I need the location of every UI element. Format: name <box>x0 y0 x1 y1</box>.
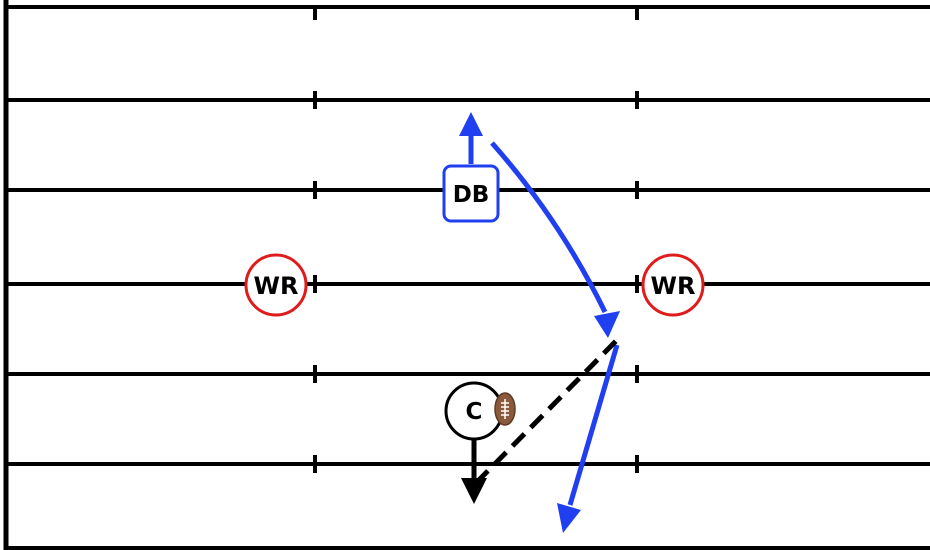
football-icon <box>494 392 516 426</box>
arrowhead-up-icon <box>459 112 483 136</box>
center-label: C <box>466 399 483 425</box>
arrowhead-down-icon <box>557 503 581 533</box>
player-wr-right[interactable]: WR <box>641 253 705 317</box>
receiver-route <box>490 141 620 533</box>
player-center[interactable]: C <box>444 381 504 441</box>
defender-label: DB <box>453 182 490 208</box>
arrowhead-route-icon <box>594 311 620 338</box>
route-cut-line <box>567 344 620 506</box>
defender-drop-arrow <box>459 112 483 164</box>
wr-right-marker <box>641 253 705 317</box>
field-lines <box>3 0 930 550</box>
center-drop-arrow <box>461 440 487 504</box>
wr-left-marker <box>244 253 308 317</box>
defender-marker <box>442 164 500 223</box>
arrowhead-down-icon <box>461 478 487 504</box>
player-defender[interactable]: DB <box>442 164 500 223</box>
player-wr-left[interactable]: WR <box>244 253 308 317</box>
route-curve <box>490 141 608 314</box>
hash-marks <box>313 7 639 473</box>
pass-path <box>474 338 619 485</box>
wr-right-label: WR <box>651 272 696 300</box>
wr-left-label: WR <box>254 272 299 300</box>
